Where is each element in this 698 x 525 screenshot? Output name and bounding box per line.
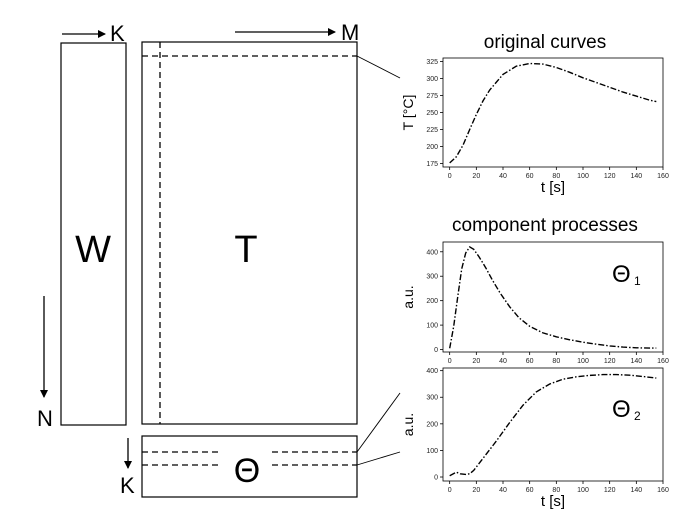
w-matrix-label: W: [75, 229, 111, 271]
n-side-label: N: [37, 406, 53, 431]
original-y-tick-label: 200: [426, 144, 438, 151]
original-x-tick-label: 40: [499, 173, 507, 180]
original-x-tick-label: 0: [448, 173, 452, 180]
w-matrix: [60, 42, 127, 426]
original-y-axis-label: T [°C]: [400, 95, 416, 131]
component-1-y-tick-label: 200: [426, 298, 438, 305]
component-2-y-tick-label: 0: [434, 475, 438, 482]
component-2-y-tick-label: 300: [426, 395, 438, 402]
component-2-x-tick-label: 0: [448, 487, 452, 494]
original-series-line: [449, 62, 657, 164]
original-x-tick-label: 140: [630, 173, 642, 180]
component-2-x-axis-label: t [s]: [541, 493, 565, 510]
component-2-y-tick-label: 100: [426, 448, 438, 455]
component-1-x-tick-label: 20: [472, 358, 480, 365]
original-x-tick-label: 60: [526, 173, 534, 180]
original-x-axis-label: t [s]: [541, 179, 565, 196]
connector-t-to-original: [356, 55, 401, 79]
original-x-tick-label: 120: [604, 173, 616, 180]
original-y-tick-label: 300: [426, 76, 438, 83]
original-y-tick-label: 175: [426, 161, 438, 168]
component-1-y-tick-label: 400: [426, 249, 438, 256]
k-top-label: K: [110, 21, 125, 46]
original-x-tick-label: 20: [472, 173, 480, 180]
component-processes-title: component processes: [452, 215, 638, 236]
component-1-x-tick-label: 40: [499, 358, 507, 365]
component-1-y-axis-label: a.u.: [400, 285, 416, 308]
component-1-chart: 0 20 40 60 80 100 120 140 160 0 100 200 300 400 a.u.: [400, 241, 669, 365]
theta2-subscript: 2: [634, 409, 641, 423]
connector-theta-row1-to-component1: [356, 392, 401, 453]
theta-matrix-label: Θ: [234, 452, 260, 490]
component-2-x-tick-label: 40: [499, 487, 507, 494]
theta2-symbol: Θ: [612, 396, 631, 423]
component-1-x-tick-label: 140: [630, 358, 642, 365]
component-2-y-tick-label: 400: [426, 368, 438, 375]
original-x-tick-label: 100: [577, 173, 589, 180]
theta-matrix: [141, 435, 358, 498]
connector-theta-row2-to-component2: [356, 451, 401, 466]
original-curves-title: original curves: [484, 32, 607, 53]
component-1-x-tick-label: 80: [552, 358, 560, 365]
component-2-x-tick-label: 80: [552, 487, 560, 494]
component-2-plot-frame: [442, 367, 664, 482]
original-plot-frame: [442, 57, 664, 168]
component-1-x-tick-label: 60: [526, 358, 534, 365]
component-2-x-tick-label: 160: [657, 487, 669, 494]
theta1-subscript: 1: [634, 274, 641, 288]
component-2-y-tick-label: 200: [426, 421, 438, 428]
original-curves-chart: 0 20 40 60 80 100 120 140 160 175 200 225 250 275 300 3…: [400, 57, 669, 196]
original-x-tick-label: 80: [552, 173, 560, 180]
component-1-plot-frame: [442, 241, 664, 353]
component-2-chart: 0 20 40 60 80 100 120 140 160 0 100 200 300 400 t [s] a…: [400, 367, 669, 510]
component-1-x-tick-label: 100: [577, 358, 589, 365]
component-2-x-tick-label: 60: [526, 487, 534, 494]
original-y-tick-label: 275: [426, 93, 438, 100]
component-2-series-line: [449, 373, 657, 477]
t-matrix: [141, 41, 358, 425]
component-1-series-line: [449, 245, 657, 349]
original-y-tick-label: 250: [426, 110, 438, 117]
component-2-x-tick-label: 120: [604, 487, 616, 494]
component-1-y-tick-label: 300: [426, 274, 438, 281]
component-1-x-tick-label: 160: [657, 358, 669, 365]
component-2-x-tick-label: 140: [630, 487, 642, 494]
component-2-x-tick-label: 20: [472, 487, 480, 494]
k-bottom-label: K: [120, 473, 135, 498]
component-2-y-axis-label: a.u.: [400, 413, 416, 436]
original-y-tick-label: 325: [426, 59, 438, 66]
component-1-y-tick-label: 0: [434, 347, 438, 354]
component-1-x-tick-label: 120: [604, 358, 616, 365]
component-2-x-tick-label: 100: [577, 487, 589, 494]
component-1-y-tick-label: 100: [426, 323, 438, 330]
original-y-tick-label: 225: [426, 127, 438, 134]
t-matrix-label: T: [234, 229, 257, 271]
m-top-label: M: [341, 20, 359, 45]
original-x-tick-label: 160: [657, 173, 669, 180]
component-1-x-tick-label: 0: [448, 358, 452, 365]
theta1-symbol: Θ: [612, 261, 631, 288]
